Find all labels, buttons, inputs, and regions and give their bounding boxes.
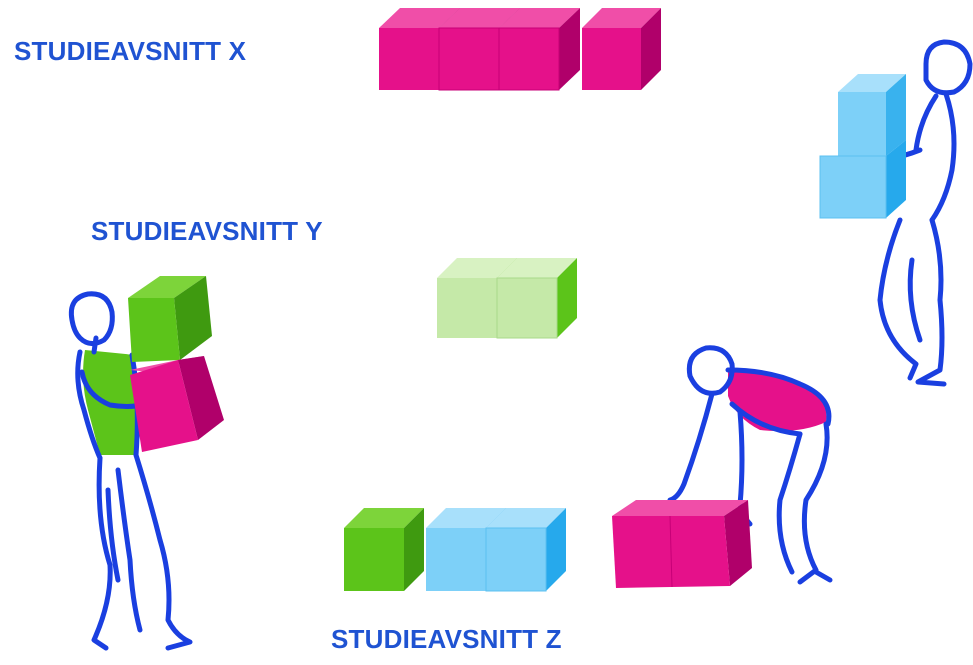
section-z-label: STUDIEAVSNITT Z [331, 624, 562, 654]
section-z-blocks [344, 508, 566, 592]
section-y-blocks [437, 258, 577, 339]
block-z-green [344, 508, 424, 591]
block-y-2 [496, 258, 577, 339]
person-lifting-box-icon [667, 345, 833, 585]
block-x-3 [498, 8, 580, 91]
block-z-blue-2 [485, 508, 566, 592]
stacked-box-icon [128, 276, 224, 452]
lifted-box [612, 500, 752, 588]
person-carrying-boxes-icon [68, 291, 193, 651]
section-y-label: STUDIEAVSNITT Y [91, 216, 323, 246]
stacked-box-icon [819, 74, 906, 219]
section-x-label: STUDIEAVSNITT X [14, 36, 247, 66]
block-x-4 [582, 8, 661, 90]
section-x-blocks [379, 8, 661, 91]
